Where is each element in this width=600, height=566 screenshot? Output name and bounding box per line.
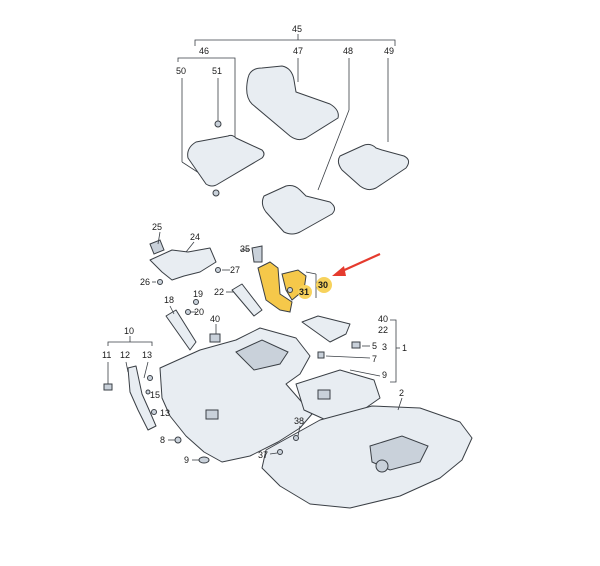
label-22: 22 bbox=[214, 287, 224, 297]
label-3: 3 bbox=[382, 342, 387, 352]
label-9: 9 bbox=[184, 455, 189, 465]
clip-51 bbox=[214, 120, 222, 128]
pointer-arrowhead bbox=[332, 266, 346, 276]
clip-20 bbox=[185, 309, 191, 315]
label-38: 38 bbox=[294, 416, 304, 426]
insulation-plug bbox=[375, 459, 389, 473]
clip-25 bbox=[149, 239, 165, 255]
small-panel bbox=[301, 315, 351, 343]
badge-30 bbox=[316, 277, 332, 293]
label-40b: 40 bbox=[378, 314, 388, 324]
clip-38 bbox=[293, 435, 299, 441]
screw-11 bbox=[103, 383, 113, 391]
label-48: 48 bbox=[343, 46, 353, 56]
screw-27 bbox=[215, 267, 221, 273]
label-35: 35 bbox=[240, 244, 250, 254]
label-25: 25 bbox=[152, 222, 162, 232]
label-50: 50 bbox=[176, 66, 186, 76]
floor-mat-rear-left bbox=[261, 185, 336, 235]
screw-26 bbox=[157, 279, 163, 285]
label-9b: 9 bbox=[382, 370, 387, 380]
highlighted-panel-30 bbox=[257, 261, 293, 313]
clip-31 bbox=[287, 287, 293, 293]
sill-strip-12 bbox=[127, 365, 157, 431]
bracket-45 bbox=[194, 34, 396, 46]
floor-insulation-2 bbox=[261, 405, 473, 509]
label-5: 5 bbox=[372, 341, 377, 351]
label-24: 24 bbox=[190, 232, 200, 242]
label-12: 12 bbox=[120, 350, 130, 360]
carpet-clip-a bbox=[205, 409, 219, 420]
label-18: 18 bbox=[164, 295, 174, 305]
label-31: 31 bbox=[299, 287, 309, 297]
label-13b: 13 bbox=[160, 408, 170, 418]
clip-9 bbox=[198, 456, 210, 464]
floor-mat-rear-right bbox=[337, 143, 410, 191]
strip-22 bbox=[231, 283, 263, 317]
clip-15 bbox=[145, 389, 151, 395]
label-46: 46 bbox=[199, 46, 209, 56]
label-11: 11 bbox=[102, 350, 111, 360]
clip-37 bbox=[277, 449, 283, 455]
clip-50 bbox=[212, 189, 220, 197]
label-30: 30 bbox=[318, 280, 328, 290]
bracket-24 bbox=[149, 247, 217, 281]
label-49: 49 bbox=[384, 46, 394, 56]
label-1: 1 bbox=[402, 343, 407, 353]
label-2: 2 bbox=[399, 388, 404, 398]
clip-40 bbox=[209, 333, 221, 343]
label-20: 20 bbox=[194, 307, 204, 317]
label-8: 8 bbox=[160, 435, 165, 445]
clip-35 bbox=[251, 245, 263, 263]
clip-5 bbox=[351, 341, 361, 349]
carpet-clip-b bbox=[317, 389, 331, 400]
carpet-tunnel bbox=[235, 339, 289, 371]
floor-mat-front-left bbox=[187, 134, 265, 187]
label-19: 19 bbox=[193, 289, 203, 299]
label-27: 27 bbox=[230, 265, 240, 275]
floor-mat-front-right bbox=[246, 65, 339, 141]
clip-8 bbox=[174, 436, 182, 444]
pedal-cover-18 bbox=[165, 309, 197, 351]
label-7: 7 bbox=[372, 354, 377, 364]
label-15: 15 bbox=[150, 390, 160, 400]
label-51: 51 bbox=[212, 66, 222, 76]
badge-31 bbox=[298, 285, 312, 299]
label-13: 13 bbox=[142, 350, 152, 360]
pointer-arrow bbox=[339, 252, 381, 274]
label-10: 10 bbox=[124, 326, 134, 336]
clip-13a bbox=[147, 375, 153, 381]
clip-7 bbox=[317, 351, 325, 359]
label-45: 45 bbox=[292, 24, 302, 34]
label-26: 26 bbox=[140, 277, 150, 287]
label-40: 40 bbox=[210, 314, 220, 324]
floor-carpet-mid bbox=[295, 369, 381, 421]
clip-13b bbox=[151, 409, 157, 415]
label-47: 47 bbox=[293, 46, 303, 56]
clip-19 bbox=[193, 299, 199, 305]
label-37: 37 bbox=[258, 450, 268, 460]
label-22b: 22 bbox=[378, 325, 388, 335]
